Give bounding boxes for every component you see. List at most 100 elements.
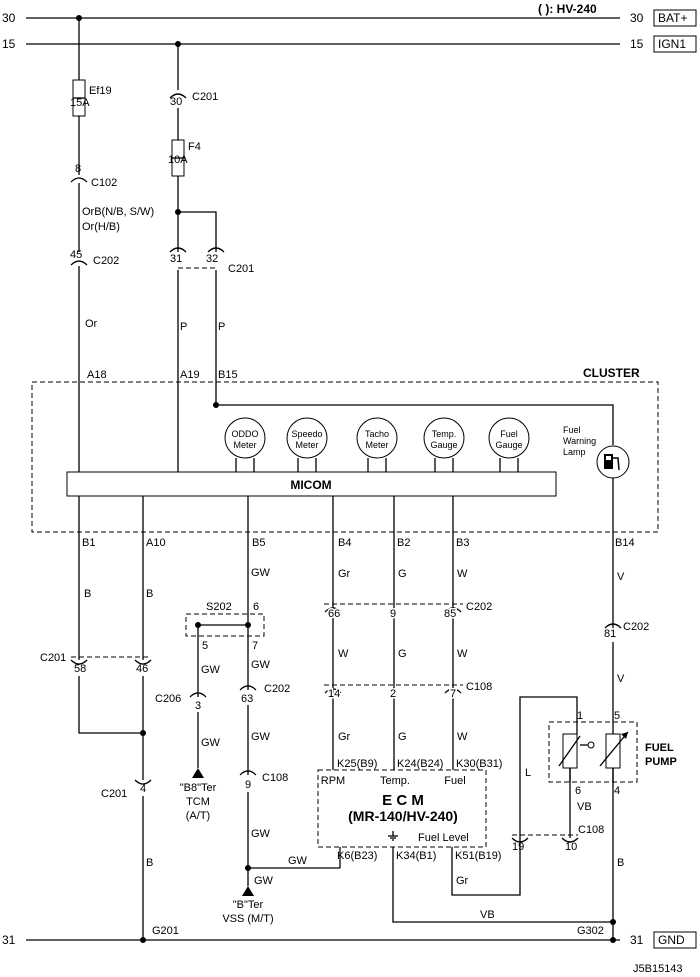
b1-a10-wires: B B C201 58 46 C201 4 B G201 (40, 496, 179, 943)
c202-81-connector-icon (604, 623, 622, 629)
c201-low-name: C201 (40, 652, 66, 664)
c201-32-connector-icon (207, 247, 225, 253)
ecm-subtitle: (MR-140/HV-240) (348, 808, 458, 824)
c202-left-name: C202 (93, 255, 119, 267)
cluster-pin-b5: B5 (252, 537, 265, 549)
gnd-rail: 31 31 GND (2, 931, 697, 949)
bat-rail-left-number: 30 (2, 11, 16, 25)
fuel-pump-icon (604, 454, 620, 471)
pump-pin-4: 4 (614, 785, 620, 797)
s202-pin-7: 7 (252, 640, 258, 652)
gauge-fuel: Fuel Gauge (488, 417, 530, 472)
ecm-pin-fuel: K30(B31) (456, 758, 502, 770)
ecm-pin-level: K51(B19) (455, 850, 501, 862)
wire-gw-1-label: GW (251, 567, 271, 579)
gnd-label-box (653, 931, 697, 949)
c201-31-connector-icon (169, 247, 187, 253)
wire-gr-2-label: Gr (338, 731, 351, 743)
wire-b-pump-label: B (617, 857, 624, 869)
ef19-rating: 15A (70, 97, 90, 109)
c206-connector-icon (189, 692, 207, 698)
pump-wiring: VB Gr 19 10 C108 L VB (392, 696, 613, 923)
micom-block (66, 471, 557, 497)
lamp-label-1: Fuel (563, 425, 581, 435)
c102-connector-icon (70, 177, 88, 183)
meter-speedo: Speedo Meter (286, 417, 328, 472)
wire-b-right-label: B (146, 588, 153, 600)
c108-pump-pin-10: 10 (565, 841, 577, 853)
fuel-pump: 1 5 6 4 FUEL PUMP (548, 710, 677, 797)
wire-g-1-label: G (398, 568, 407, 580)
c202-v-pin: 81 (604, 628, 616, 640)
cluster-outline (31, 381, 659, 533)
gnd-rail-right-number: 31 (630, 933, 644, 947)
meter-oddo-label-2: Meter (233, 440, 256, 450)
bat-label-box (653, 9, 697, 27)
bat-branch: Ef19 15A 8 C102 OrB(N/B, S/W) Or(H/B) 45… (70, 15, 154, 472)
wire-gr-1-label: Gr (338, 568, 351, 580)
c108-gw-pin: 9 (245, 779, 251, 791)
meter-tacho-label-2: Meter (365, 440, 388, 450)
c201-4-pin: 4 (140, 783, 146, 795)
ecm: K25(B9) K24(B24) K30(B31) RPM Temp. Fuel… (317, 758, 502, 868)
ecm-pin-temp: K24(B24) (397, 758, 443, 770)
gauge-temp-label-1: Temp. (432, 429, 457, 439)
c201-b-pin1: 31 (170, 253, 182, 265)
wire-gw-2-label: GW (201, 664, 221, 676)
pump-pin-6: 6 (575, 785, 581, 797)
fuel-level-sender-icon (558, 733, 595, 769)
pump-pin-5: 5 (614, 710, 620, 722)
c202-v-name: C202 (623, 621, 649, 633)
wire-gw-3-label: GW (201, 737, 221, 749)
c108-gw-name: C108 (262, 772, 288, 784)
c108-pump-name: C108 (578, 824, 604, 836)
meter-oddo: ODDO Meter (224, 417, 266, 472)
signal-wires: Gr G W 66 9 85 C202 W G W 14 2 7 C108 Gr… (324, 496, 492, 770)
b-terminal-label-1: "B"Ter (233, 899, 264, 911)
c201-top-pin: 30 (170, 96, 182, 108)
c201-46-connector-icon (134, 659, 152, 665)
wire-vb-2-label: VB (480, 909, 495, 921)
g302-label: G302 (577, 925, 604, 937)
b-terminal-icon (242, 886, 254, 896)
wire-w-3-label: W (457, 648, 468, 660)
fuel-warning-lamp: Fuel Warning Lamp (563, 425, 630, 532)
micom-label: MICOM (290, 478, 331, 492)
s202-pin-6: 6 (253, 601, 259, 613)
ign-label-box (653, 35, 697, 53)
ecm-ground-icon (388, 831, 398, 841)
wire-gw-5-label: GW (251, 731, 271, 743)
ign-label: IGN1 (658, 37, 686, 51)
c201-58-connector-icon (70, 659, 88, 665)
gnd-rail-left-number: 31 (2, 933, 16, 947)
f4-rating: 10A (168, 154, 188, 166)
ecm-fuel-label: Fuel (444, 775, 465, 787)
c201-low-pin-46: 46 (136, 663, 148, 675)
b-terminal-label-2: VSS (M/T) (222, 913, 273, 925)
wire-w-2-label: W (338, 648, 349, 660)
lamp-label-3: Lamp (563, 447, 586, 457)
ign-branch: 30 C201 F4 10A 31 32 C201 P P (168, 41, 254, 472)
wire-g-2-label: G (398, 648, 407, 660)
cluster-pin-a10: A10 (146, 537, 166, 549)
c108-row-name: C108 (466, 681, 492, 693)
b5-gw-wire: GW S202 6 5 7 GW C206 3 GW "B8"Ter TCM (… (155, 496, 340, 925)
wire-p2-label: P (218, 321, 225, 333)
g302-dot (610, 937, 616, 943)
cluster-pin-b14: B14 (615, 537, 635, 549)
wire-v-1-label: V (617, 571, 625, 583)
b8-terminal-label-2: TCM (186, 796, 210, 808)
c201-4-connector-icon (134, 779, 152, 785)
wire-vb-1-label: VB (577, 801, 592, 813)
c202-row-pin-9: 9 (390, 608, 396, 620)
wire-gw-8-label: GW (254, 875, 274, 887)
wire-g-3-label: G (398, 731, 407, 743)
c201-low-pin-58: 58 (74, 663, 86, 675)
c108-9-connector-icon (239, 770, 257, 776)
ecm-outline (317, 769, 487, 848)
cluster-pin-a18: A18 (87, 369, 107, 381)
s202-splice-box (185, 613, 265, 637)
c201-top-connector-icon (169, 93, 187, 99)
wire-w-1-label: W (457, 568, 468, 580)
wire-gr-3-label: Gr (456, 875, 469, 887)
